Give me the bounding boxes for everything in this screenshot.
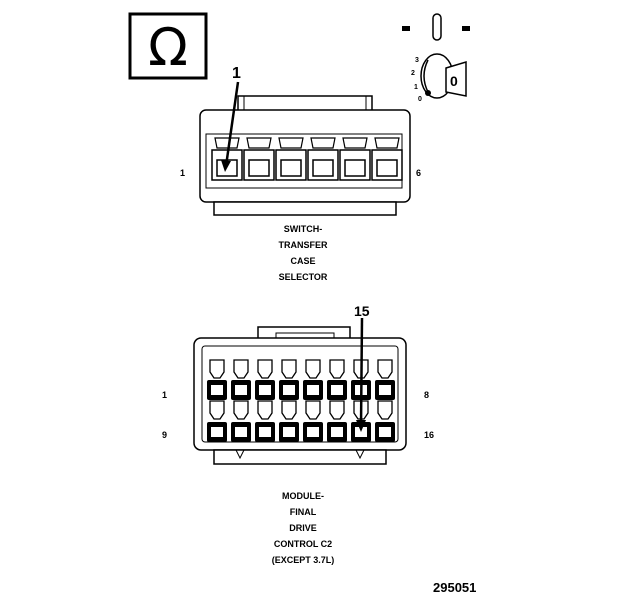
pin-label-first: 1 — [180, 168, 185, 178]
callout-pin-15: 15 — [354, 303, 370, 319]
callout-pin-1: 1 — [232, 65, 241, 82]
terminal-cavity — [307, 137, 339, 181]
final-drive-module-connector: 15 1 8 9 16 — [162, 303, 434, 465]
ignition-position-0: 0 — [418, 96, 422, 103]
title-line: CASE — [290, 256, 315, 266]
row2-first-label: 9 — [162, 430, 167, 440]
terminal-cavity — [371, 137, 403, 181]
terminal-cavity — [207, 359, 227, 400]
title-line: TRANSFER — [279, 240, 328, 250]
terminal-cavity — [243, 137, 275, 181]
title-line: FINAL — [290, 507, 317, 517]
terminal-cavity — [279, 359, 299, 400]
terminal-cavity — [327, 359, 347, 400]
title-line: CONTROL C2 — [274, 539, 332, 549]
title-line: SELECTOR — [279, 272, 328, 282]
terminal-cavity — [275, 137, 307, 181]
row2-last-label: 16 — [424, 430, 434, 440]
ignition-position-2: 2 — [411, 70, 415, 77]
row1-last-label: 8 — [424, 390, 429, 400]
connector-title-switch: SWITCH- TRANSFER CASE SELECTOR — [279, 224, 328, 282]
transfer-case-selector-connector: 1 1 6 — [180, 65, 421, 216]
ignition-position-1: 1 — [414, 84, 418, 91]
terminal-cavity — [279, 400, 299, 442]
title-line: DRIVE — [289, 523, 317, 533]
terminal-cavity — [375, 400, 395, 442]
ohmmeter-symbol: Ω — [128, 12, 208, 80]
terminal-cavity — [255, 400, 275, 442]
terminal-cavity — [339, 137, 371, 181]
ignition-position-3: 3 — [415, 57, 419, 64]
figure-number: 295051 — [433, 580, 476, 595]
terminal-cavity — [375, 359, 395, 400]
terminal-cavity — [255, 359, 275, 400]
pin-label-last: 6 — [416, 168, 421, 178]
terminal-cavity — [231, 400, 251, 442]
ohm-icon: Ω — [148, 18, 188, 78]
title-line: SWITCH- — [284, 224, 323, 234]
terminal-cavity — [231, 359, 251, 400]
terminal-cavity — [327, 400, 347, 442]
ignition-switch-icon: 0 3 2 1 0 — [402, 13, 470, 103]
connector-title-module: MODULE- FINAL DRIVE CONTROL C2 (EXCEPT 3… — [272, 491, 335, 565]
title-line: (EXCEPT 3.7L) — [272, 555, 335, 565]
key-position-label: 0 — [450, 73, 458, 89]
title-line: MODULE- — [282, 491, 324, 501]
terminal-cavity — [303, 400, 323, 442]
row1-first-label: 1 — [162, 390, 167, 400]
terminal-cavity — [303, 359, 323, 400]
terminal-cavity — [207, 400, 227, 442]
